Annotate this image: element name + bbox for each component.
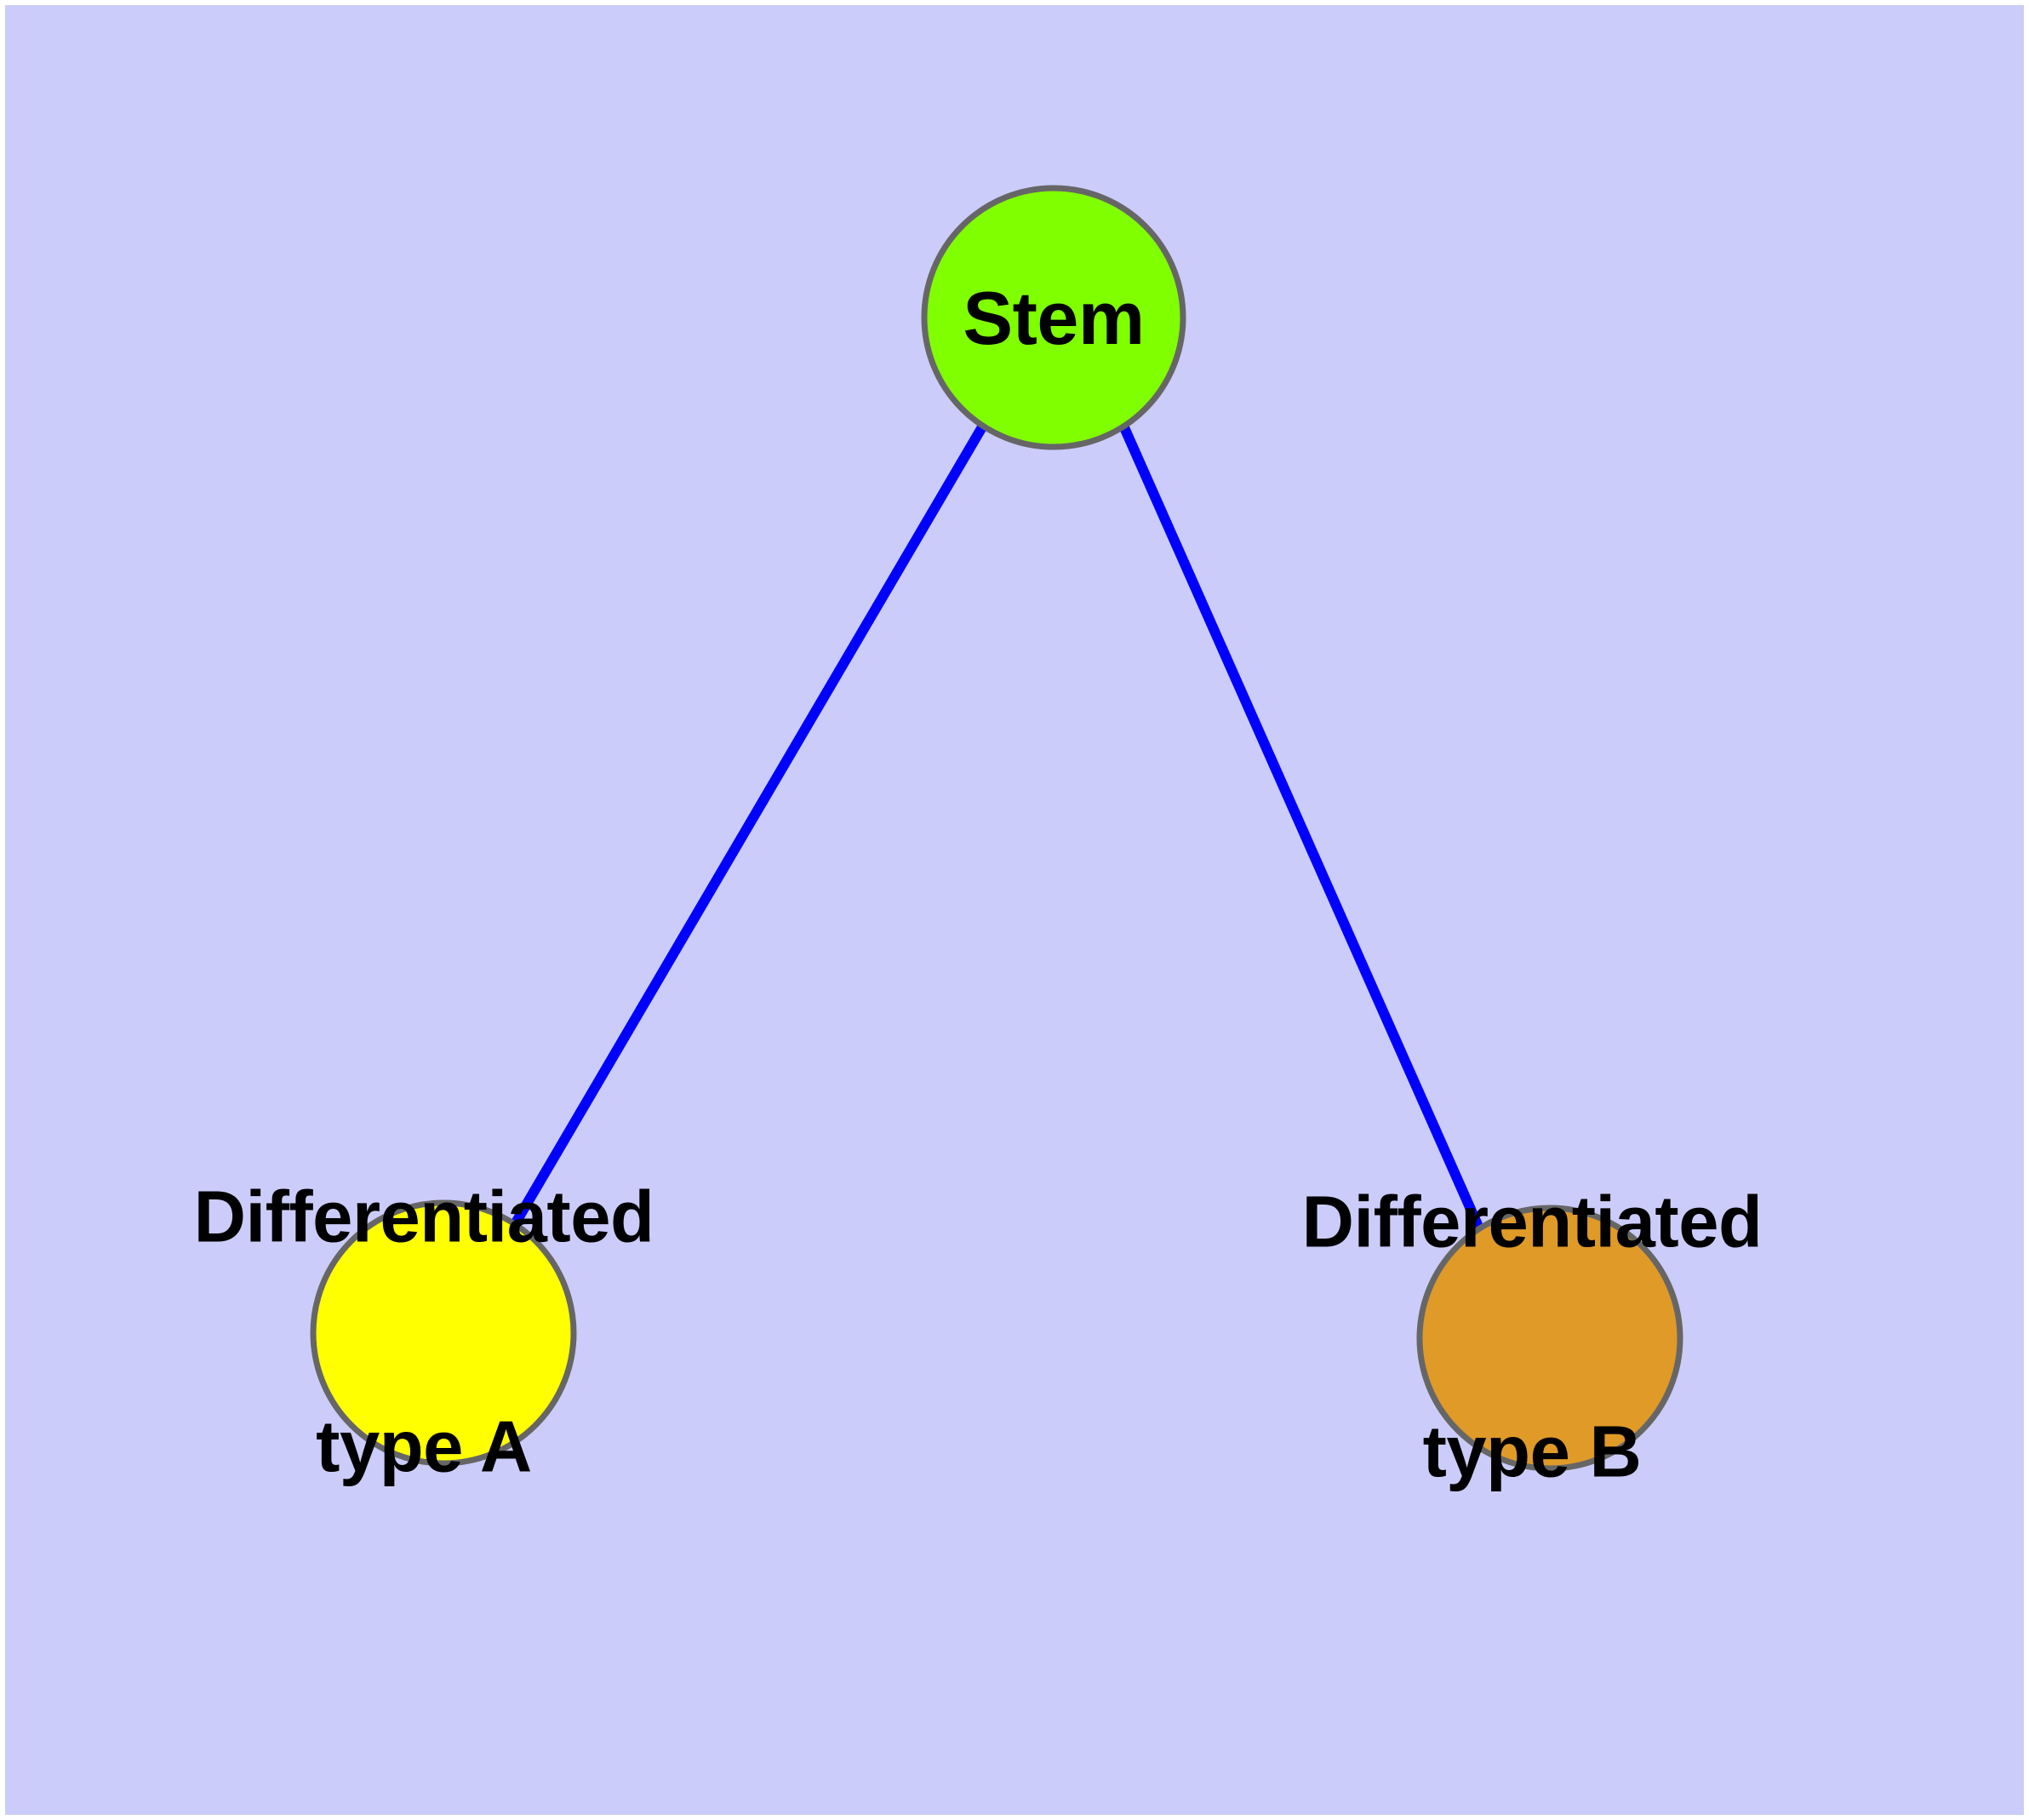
node-group <box>310 185 1683 1472</box>
edge-stem-to-differentiated-type-a[interactable] <box>510 422 988 1228</box>
edge-stem-to-differentiated-type-b[interactable] <box>1118 423 1484 1231</box>
node-stem[interactable] <box>921 185 1186 450</box>
edge-group <box>510 422 1484 1231</box>
node-differentiated-type-b[interactable] <box>1416 1205 1683 1472</box>
node-differentiated-type-a[interactable] <box>310 1199 577 1467</box>
